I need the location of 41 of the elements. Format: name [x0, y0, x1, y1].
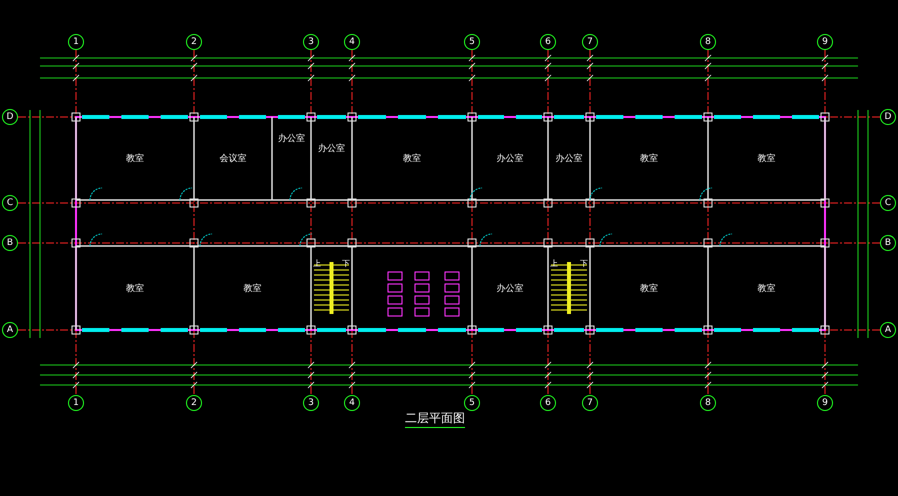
- room-name: 教室: [126, 282, 144, 294]
- axis-bubble: 4: [344, 395, 360, 411]
- axis-bubble: 8: [700, 34, 716, 50]
- axis-bubble: 4: [344, 34, 360, 50]
- axis-bubble: 6: [540, 395, 556, 411]
- axis-bubble: 7: [582, 395, 598, 411]
- room-name: 会议室: [220, 152, 246, 165]
- axis-bubble: 5: [464, 395, 480, 411]
- room-name: 教室: [758, 282, 776, 294]
- room-name: 办公室: [496, 282, 524, 294]
- axis-bubble: 5: [464, 34, 480, 50]
- axis-bubble: 9: [817, 34, 833, 50]
- axis-bubble: 7: [582, 34, 598, 50]
- axis-bubble: 8: [700, 395, 716, 411]
- room-name: 办公室: [318, 142, 345, 155]
- axis-bubble: 3: [303, 395, 319, 411]
- axis-bubble: D: [880, 109, 896, 125]
- drawing-title: 二层平面图: [405, 410, 465, 428]
- axis-bubble: 9: [817, 395, 833, 411]
- axis-bubble: B: [880, 235, 896, 251]
- axis-bubble: C: [880, 195, 896, 211]
- axis-bubble: A: [880, 322, 896, 338]
- room-name: 办公室: [496, 152, 524, 165]
- axis-bubble: D: [2, 109, 18, 125]
- axis-bubble: 6: [540, 34, 556, 50]
- room-name: 教室: [640, 152, 658, 165]
- room-name: 办公室: [278, 132, 305, 145]
- axis-bubble: 1: [68, 34, 84, 50]
- room-name: 教室: [244, 282, 262, 294]
- room-name: 办公室: [556, 152, 582, 165]
- room-name: 教室: [640, 282, 658, 294]
- axis-bubble: 2: [186, 395, 202, 411]
- axis-bubble: 2: [186, 34, 202, 50]
- room-name: 教室: [403, 152, 421, 165]
- axis-bubble: 1: [68, 395, 84, 411]
- axis-bubble: B: [2, 235, 18, 251]
- axis-bubble: A: [2, 322, 18, 338]
- axis-bubble: 3: [303, 34, 319, 50]
- room-name: 教室: [758, 152, 776, 165]
- axis-bubble: C: [2, 195, 18, 211]
- room-name: 教室: [126, 152, 144, 165]
